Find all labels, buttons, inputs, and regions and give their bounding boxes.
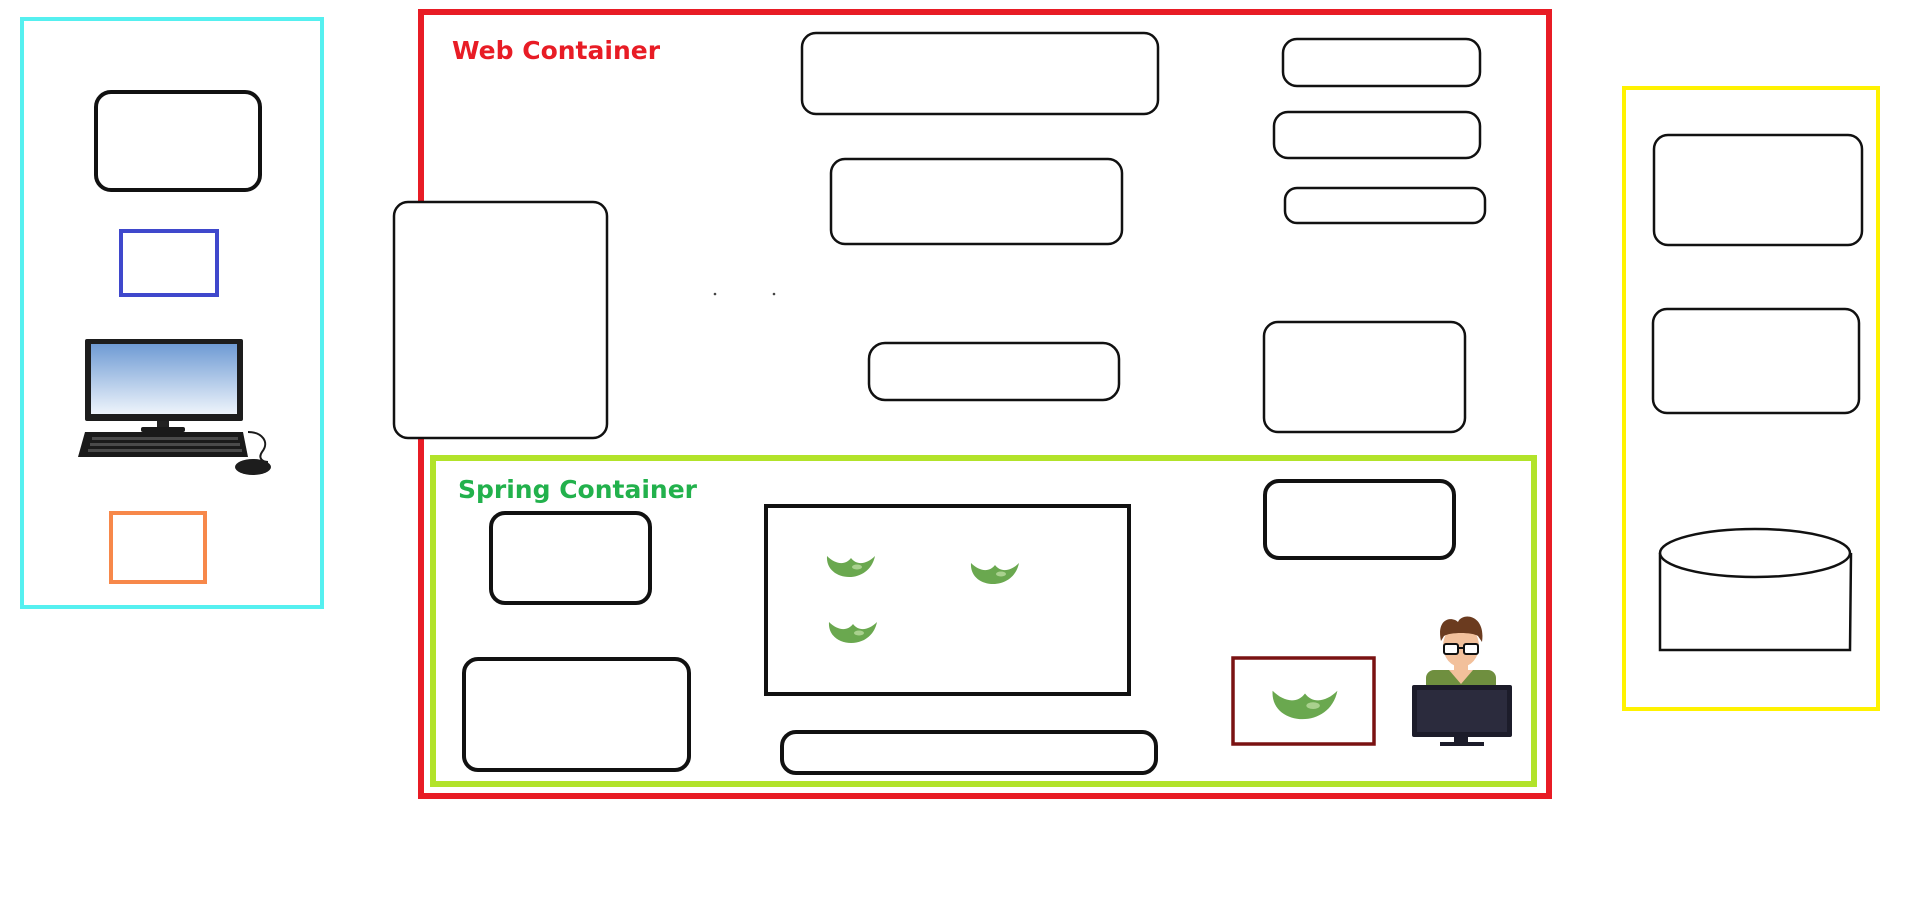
bean-box xyxy=(1231,656,1376,746)
stray-dot xyxy=(713,292,717,296)
bean-pool-box xyxy=(764,504,1131,696)
web-pill-3 xyxy=(1283,186,1487,225)
spring-box-right xyxy=(1263,479,1456,560)
dispatcher-box xyxy=(392,200,609,440)
stray-dot xyxy=(772,292,776,296)
web-box-lower xyxy=(867,341,1121,402)
web-container: Web Container xyxy=(392,9,1552,799)
database-cylinder-icon xyxy=(1658,527,1853,652)
bean-icon xyxy=(970,563,1019,585)
web-pill-1 xyxy=(1281,37,1482,88)
spring-box-upper-left xyxy=(489,511,652,605)
spring-container-label: Spring Container xyxy=(458,475,698,504)
web-box-right xyxy=(1262,320,1467,434)
bean-icon xyxy=(826,556,875,578)
storage-panel-border xyxy=(1622,86,1880,711)
client-panel xyxy=(20,17,324,609)
client-rounded-box xyxy=(94,90,262,192)
spring-box-lower-left xyxy=(462,657,691,772)
web-box-top xyxy=(800,31,1160,116)
spring-pill-bottom xyxy=(780,730,1158,775)
client-panel-border xyxy=(20,17,324,609)
developer-icon xyxy=(1412,616,1512,746)
web-container-label: Web Container xyxy=(452,36,661,65)
spring-container: Spring Container xyxy=(430,455,1537,787)
spring-container-border xyxy=(430,455,1537,787)
storage-panel xyxy=(1622,86,1880,711)
bean-icon xyxy=(1272,690,1338,720)
client-blue-box xyxy=(119,229,219,297)
web-box-middle xyxy=(829,157,1124,246)
web-pill-2 xyxy=(1272,110,1482,160)
storage-box-top xyxy=(1652,133,1864,247)
storage-box-middle xyxy=(1651,307,1861,415)
bean-icon xyxy=(828,622,877,644)
client-orange-box xyxy=(109,511,207,584)
desktop-computer-icon xyxy=(78,339,271,475)
